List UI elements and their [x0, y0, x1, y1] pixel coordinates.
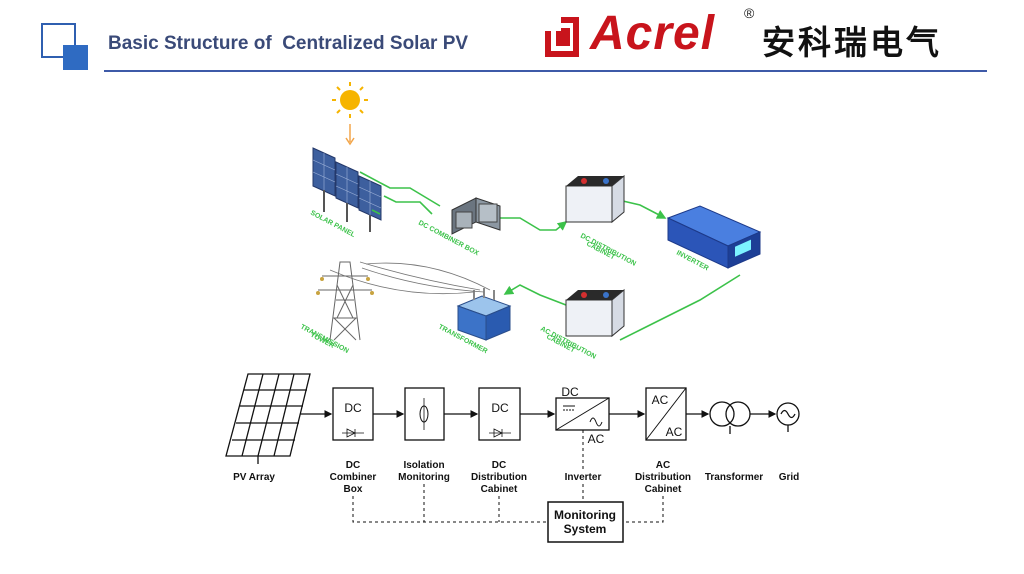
dc-combiner-label-1: DC [346, 460, 360, 471]
pv-array-icon [225, 373, 311, 464]
power-lines [329, 261, 491, 295]
monitoring-system-block [547, 501, 624, 543]
dc-combiner-label-3: Box [344, 484, 363, 495]
transformer-symbol-icon [709, 401, 751, 434]
dc-dist-block-label-1: DC [492, 460, 506, 471]
grid-symbol-icon [776, 402, 800, 432]
ac-distribution-cabinet-icon [565, 288, 625, 338]
monitoring-label-1: Monitoring [554, 508, 616, 522]
brand-chinese: 安科瑞电气 [762, 23, 942, 62]
ac-dist-block-label-2: Distribution [635, 472, 691, 483]
dc-combiner-box-icon [451, 197, 501, 235]
logo-square-filled [63, 45, 88, 70]
logo-square-outline [41, 23, 76, 58]
dc-combiner-label-2: Combiner [330, 472, 377, 483]
isolation-monitoring-block [404, 387, 445, 441]
inverter-block-label: Inverter [565, 472, 602, 483]
transmission-tower-icon [316, 261, 374, 341]
dc-dist-block-label-2: Distribution [471, 472, 527, 483]
dc-distribution-cabinet-icon [565, 174, 625, 224]
dc-combiner-block: DC [332, 387, 374, 441]
ac-dist-ac-bottom: AC [666, 425, 683, 439]
isolation-label-2: Monitoring [398, 472, 450, 483]
transformer-icon [456, 288, 512, 341]
isolation-label-1: Isolation [403, 460, 444, 471]
monitoring-label-2: System [564, 522, 607, 536]
sun-icon [332, 82, 368, 118]
transformer-block-label: Transformer [705, 472, 763, 483]
ac-distribution-block: AC AC [645, 387, 687, 441]
ac-dist-block-label-1: AC [656, 460, 670, 471]
solar-panel-label: SOLAR PANEL [309, 210, 357, 240]
dc-distribution-box-text: DC [491, 401, 509, 415]
registered-mark: ® [744, 5, 755, 21]
monitoring-links [352, 430, 664, 523]
dc-dist-block-label-3: Cabinet [481, 484, 518, 495]
brand-name: Acrel [590, 7, 716, 60]
solar-panel-icon [312, 147, 382, 232]
inverter-ac-text: AC [588, 432, 605, 446]
inverter-dc-text: DC [561, 385, 579, 399]
inverter-icon [666, 205, 762, 269]
grid-label: Grid [779, 472, 800, 483]
ac-dist-ac-top: AC [652, 393, 669, 407]
dc-combiner-box-text: DC [344, 401, 362, 415]
pv-array-label: PV Array [233, 472, 275, 483]
dc-distribution-block: DC [478, 387, 521, 441]
ac-dist-block-label-3: Cabinet [645, 484, 682, 495]
page-title: Basic Structure of Centralized Solar PV [108, 33, 469, 54]
inverter-block: DC AC [555, 385, 610, 446]
title-underline [104, 70, 987, 72]
